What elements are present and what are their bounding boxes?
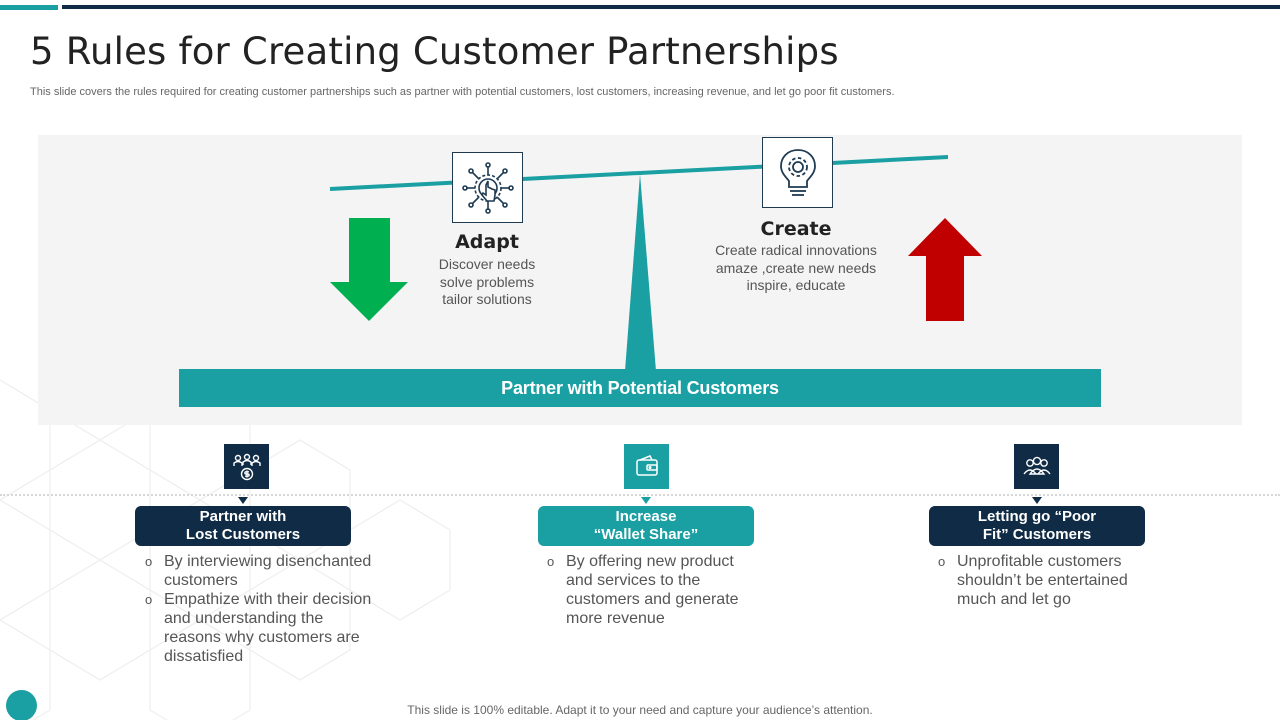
bullet-line: much and let go bbox=[957, 591, 1071, 608]
label-line: Lost Customers bbox=[185, 526, 301, 543]
poor-fit-bullets: Unprofitable customers shouldn’t be ente… bbox=[938, 552, 1168, 609]
bullet-item: Empathize with their decision and unders… bbox=[145, 590, 385, 666]
adapt-icon-box bbox=[452, 152, 523, 223]
customers-money-icon-box bbox=[224, 444, 269, 489]
adapt-line: Discover needs bbox=[438, 256, 536, 272]
wallet-icon-box bbox=[624, 444, 669, 489]
slide-footer: This slide is 100% editable. Adapt it to… bbox=[407, 703, 873, 717]
bullet-line: Unprofitable customers bbox=[957, 553, 1122, 570]
seesaw-base-label: Partner with Potential Customers bbox=[179, 369, 1101, 407]
top-rule bbox=[62, 5, 1280, 9]
bullet-line: Empathize with their decision bbox=[164, 591, 372, 608]
adapt-description: Discover needs solve problems tailor sol… bbox=[410, 256, 564, 309]
create-line: Create radical innovations bbox=[715, 242, 877, 258]
label-line: Partner with bbox=[199, 508, 287, 525]
seesaw-fulcrum bbox=[625, 174, 656, 371]
adapt-line: solve problems bbox=[439, 273, 535, 290]
bullet-line: and services to the bbox=[566, 572, 701, 589]
bullet-line: By offering new product bbox=[566, 553, 734, 570]
seesaw-beam bbox=[329, 155, 949, 191]
wallet-share-bullets: By offering new product and services to … bbox=[547, 552, 777, 628]
pointer-arrow bbox=[1032, 497, 1042, 504]
bullet-item: By offering new product and services to … bbox=[547, 552, 777, 628]
create-icon-box bbox=[762, 137, 833, 208]
down-arrow-icon bbox=[330, 218, 408, 321]
up-arrow-icon bbox=[908, 218, 982, 321]
slide-title: 5 Rules for Creating Customer Partnershi… bbox=[30, 30, 839, 73]
lost-customers-bullets: By interviewing disenchanted customers E… bbox=[145, 552, 385, 666]
create-heading: Create bbox=[760, 218, 832, 240]
poor-fit-label: Letting go “Poor Fit” Customers bbox=[929, 506, 1145, 546]
bullet-line: customers bbox=[164, 572, 238, 589]
adapt-heading: Adapt bbox=[455, 231, 519, 253]
label-line: Increase bbox=[615, 508, 677, 525]
top-accent-bar bbox=[0, 5, 58, 10]
pointer-arrow bbox=[238, 497, 248, 504]
gear-hand-icon bbox=[461, 161, 514, 214]
bullet-line: more revenue bbox=[566, 610, 665, 627]
divider-dotted bbox=[0, 494, 1280, 496]
slide-subtitle: This slide covers the rules required for… bbox=[30, 86, 895, 98]
bullet-line: dissatisfied bbox=[164, 648, 244, 665]
bullet-item: Unprofitable customers shouldn’t be ente… bbox=[938, 552, 1168, 609]
label-line: Fit” Customers bbox=[982, 526, 1092, 543]
adapt-line: tailor solutions bbox=[442, 291, 532, 307]
corner-decoration bbox=[6, 690, 37, 720]
group-icon-box bbox=[1014, 444, 1059, 489]
group-icon bbox=[1022, 456, 1051, 475]
wallet-icon bbox=[635, 454, 658, 476]
create-line: inspire, educate bbox=[746, 277, 846, 293]
bullet-item: By interviewing disenchanted customers bbox=[145, 552, 385, 590]
lost-customers-label: Partner with Lost Customers bbox=[135, 506, 351, 546]
wallet-share-label: Increase “Wallet Share” bbox=[538, 506, 754, 546]
bullet-line: customers and generate bbox=[566, 591, 739, 608]
bullet-line: reasons why customers are bbox=[164, 629, 360, 646]
customers-money-icon bbox=[232, 453, 261, 480]
label-line: Letting go “Poor bbox=[977, 508, 1097, 525]
bullet-line: and understanding the bbox=[164, 610, 324, 627]
bullet-line: By interviewing disenchanted bbox=[164, 553, 372, 570]
label-line: “Wallet Share” bbox=[593, 526, 699, 543]
pointer-arrow bbox=[641, 497, 651, 504]
create-line: amaze ,create new needs bbox=[715, 259, 877, 276]
bullet-line: shouldn’t be entertained bbox=[957, 572, 1128, 589]
create-description: Create radical innovations amaze ,create… bbox=[690, 242, 902, 295]
lightbulb-gear-icon bbox=[779, 148, 816, 196]
